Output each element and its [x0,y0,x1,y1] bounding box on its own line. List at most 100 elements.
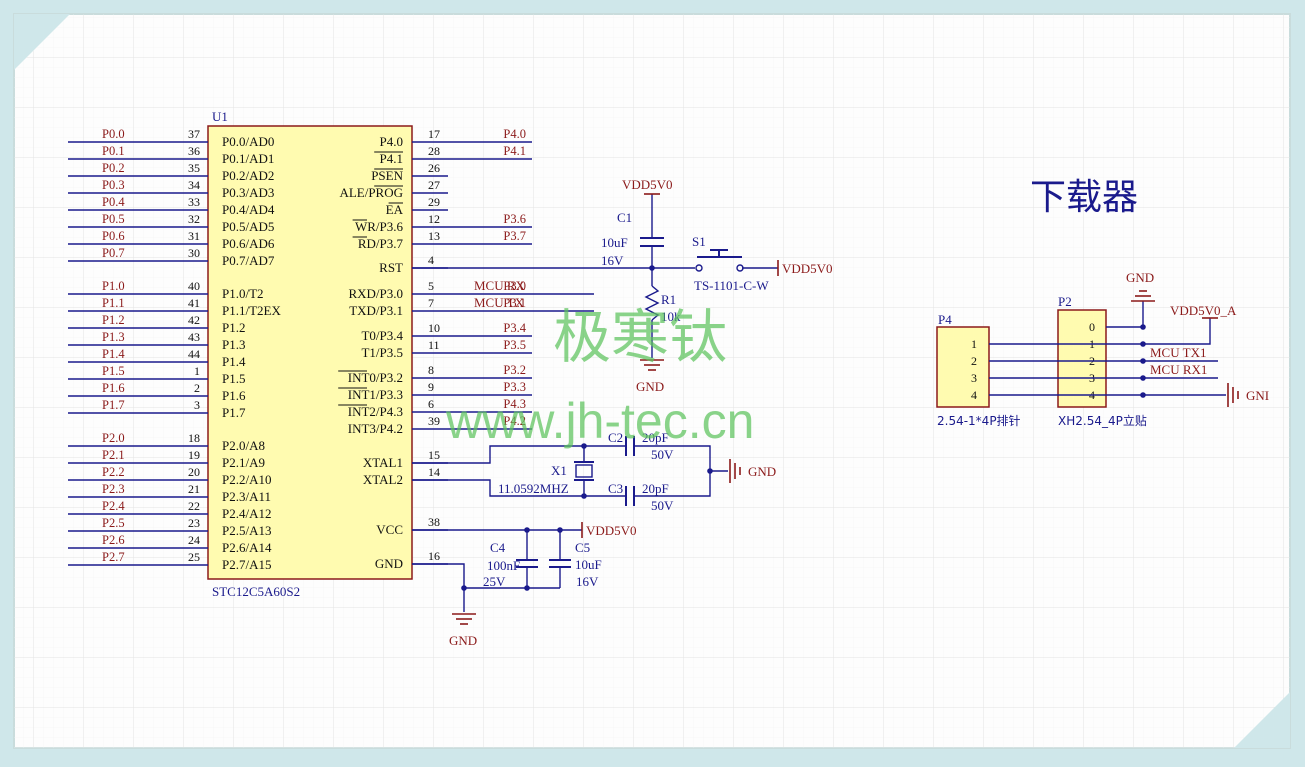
u1-pin-number: 2 [194,381,200,395]
net-label-P2-4: P2.4 [102,499,125,513]
u1-pin-number: 30 [188,246,200,260]
c4-value: 100nF [487,558,520,573]
download-title: 下载器 [1030,177,1138,218]
s1-contact-right [736,264,744,272]
u1-pin-name: P1.7 [222,405,246,420]
p2-ref: P2 [1058,294,1072,309]
u1-pin-name: P2.3/A11 [222,489,271,504]
c3-value: 20pF [642,481,669,496]
c5-value: 10uF [575,557,602,572]
u1-pin-name: P1.0/T2 [222,286,264,301]
wire-gnd [412,563,465,612]
c3-ref: C3 [608,481,623,496]
u1-pin-name: P2.1/A9 [222,455,265,470]
p4-pin-3: 3 [971,371,977,385]
net-label-P1-0: P1.0 [102,279,125,293]
net-label-P3-3: P3.3 [503,380,526,394]
u1-pin-name: P1.4 [222,354,246,369]
s1-ref: S1 [692,234,706,249]
p4-body [936,326,990,408]
vdd-label-vcc: VDD5V0 [586,523,637,538]
u1-pin-number: 3 [194,398,200,412]
u1-pin-number: 4 [428,253,434,267]
net-label-P2-0: P2.0 [102,431,125,445]
download-wires [989,301,1226,396]
net-label-P1-7: P1.7 [102,398,125,412]
junction-dl-3 [1140,375,1146,381]
junction-dl-4 [1140,392,1146,398]
u1-pin-name: P1.5 [222,371,245,386]
net-label-P2-6: P2.6 [102,533,125,547]
p2-body [1057,309,1107,408]
u1-pin-name: P0.2/AD2 [222,168,274,183]
net-label-P3-2: P3.2 [503,363,526,377]
gnd-symbol-main [452,613,476,625]
junction-gnd-main [461,585,467,591]
net-label-P1-4: P1.4 [102,347,125,361]
u1-pin-name: P0.5/AD5 [222,219,274,234]
c1-voltage: 16V [601,253,624,268]
u1-pin-number: 6 [428,397,434,411]
u1-pin-number: 1 [194,364,200,378]
u1-pin-name: GND [375,556,403,571]
u1-pin-number: 39 [428,414,440,428]
u1-pin-name: P2.2/A10 [222,472,271,487]
u1-pin-name: P4.0 [380,134,403,149]
u1-pin-number: 25 [188,550,200,564]
net-label-P0-5: P0.5 [102,212,125,226]
u1-pin-name: VCC [376,522,403,537]
net-label-P4-1: P4.1 [503,144,526,158]
u1-pin-name: TXD/P3.1 [349,303,403,318]
u1-pin-number: 13 [428,229,440,243]
u1-pin-name: P0.1/AD1 [222,151,274,166]
u1-pin-name: RXD/P3.0 [348,286,403,301]
u1-pin-number: 38 [428,515,440,529]
junction-x1-top [581,443,587,449]
u1-pin-name: P1.1/T2EX [222,303,281,318]
u1-pin-number: 24 [188,533,200,547]
u1-pin-number: 34 [188,178,200,192]
net-label-P3-5: P3.5 [503,338,526,352]
u1-pin-name: P1.6 [222,388,246,403]
net-label-P1-6: P1.6 [102,381,125,395]
watermark-chinese: 极寒钛 [553,303,727,371]
c1-ref: C1 [617,210,632,225]
u1-pin-number: 23 [188,516,200,530]
u1-pin-name: P2.4/A12 [222,506,271,521]
u1-pin-number: 44 [188,347,200,361]
junction-dl-0 [1140,324,1146,330]
junction-vcc-c5 [557,527,563,533]
c2-ref: C2 [608,430,623,445]
u1-pin-number: 12 [428,212,440,226]
u1-pin-number: 31 [188,229,200,243]
c2-voltage: 50V [651,447,674,462]
p4-ref: P4 [938,312,952,327]
junction-dl-1 [1140,341,1146,347]
gnd-symbol-r1 [640,359,664,371]
mcu-rx-label: MCU RX [474,278,526,293]
u1-pin-name: P0.6/AD6 [222,236,275,251]
mcu-tx1-label: MCU TX1 [1150,345,1206,360]
net-label-P4-0: P4.0 [503,127,526,141]
wire-dl-vdd [1143,318,1211,345]
u1-pin-number: 16 [428,549,440,563]
u1-pin-number: 22 [188,499,200,513]
u1-pin-number: 7 [428,296,434,310]
c2-value: 20pF [642,430,669,445]
u1-pin-number: 40 [188,279,200,293]
p4-part: 2.54-1*4P排针 [937,413,1021,428]
u1-pin-number: 41 [188,296,200,310]
u1-pin-name: P2.7/A15 [222,557,271,572]
p2-part: XH2.54_4P立贴 [1058,413,1147,428]
gnd-symbol-download-right [1227,383,1239,407]
c4-voltage: 25V [483,574,506,589]
u1-pin-name: T1/P3.5 [361,345,403,360]
u1-pin-number: 37 [188,127,200,141]
u1-pin-number: 35 [188,161,200,175]
x1-ref: X1 [551,463,567,478]
u1-pin-name: XTAL2 [363,472,403,487]
u1-part: STC12C5A60S2 [212,584,300,599]
